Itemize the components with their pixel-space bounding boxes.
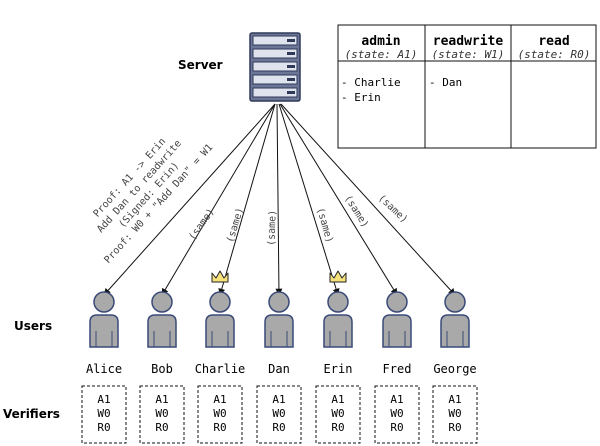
verifier-state: A1 <box>331 393 344 406</box>
verifier-state: W0 <box>155 407 168 420</box>
role-member: - Charlie <box>341 76 401 89</box>
user-name: Erin <box>324 362 353 376</box>
role-member: - Erin <box>341 91 381 104</box>
person-icon <box>147 291 177 348</box>
edge-label-erin: (same) <box>314 206 335 244</box>
edge-label-bob: (same) <box>187 207 217 243</box>
person-icon <box>323 291 353 348</box>
broadcast-arrows <box>103 103 456 296</box>
arrow-to-dan <box>275 103 283 296</box>
server-rack-icon <box>249 32 301 102</box>
arrow-to-alice <box>103 103 276 296</box>
user-name: Fred <box>383 362 412 376</box>
verifier-state: R0 <box>390 421 403 434</box>
verifier-state: A1 <box>97 393 110 406</box>
user-name: Charlie <box>195 362 246 376</box>
verifier-state: A1 <box>213 393 226 406</box>
verifier-state: A1 <box>390 393 403 406</box>
verifiers-row: A1W0R0A1W0R0A1W0R0A1W0R0A1W0R0A1W0R0A1W0… <box>81 385 478 444</box>
verifier-state: W0 <box>331 407 344 420</box>
crown-icon <box>329 270 347 283</box>
verifier-state: W0 <box>448 407 461 420</box>
person-icon <box>205 291 235 348</box>
verifier-state: A1 <box>448 393 461 406</box>
verifier-state: W0 <box>213 407 226 420</box>
verifiers-label: Verifiers <box>3 407 60 421</box>
user-fred: Fred <box>382 291 412 376</box>
verifier-state: R0 <box>155 421 168 434</box>
edge-label-dan: (same) <box>266 210 278 246</box>
verifier-state: R0 <box>331 421 344 434</box>
role-title-read: read <box>538 34 569 49</box>
verifier-state: W0 <box>390 407 403 420</box>
verifier-state: A1 <box>155 393 168 406</box>
arrow-to-fred <box>279 103 398 296</box>
person-icon <box>264 291 294 348</box>
user-name: Dan <box>268 362 290 376</box>
edge-label-charlie: (same) <box>225 206 246 244</box>
arrow-to-bob <box>161 103 276 296</box>
role-state-read: (state: R0) <box>518 48 591 61</box>
verifier-state: R0 <box>448 421 461 434</box>
person-icon <box>382 291 412 348</box>
users-label: Users <box>14 319 52 333</box>
verifier-state: W0 <box>97 407 110 420</box>
verifier-state: W0 <box>272 407 285 420</box>
server-label: Server <box>178 58 223 72</box>
role-member: - Dan <box>429 76 462 89</box>
role-state-readwrite: (state: W1) <box>432 48 505 61</box>
role-title-admin: admin <box>361 34 400 49</box>
person-icon <box>440 291 470 348</box>
crown-icon <box>211 270 229 283</box>
user-bob: Bob <box>147 291 177 376</box>
role-state-admin: (state: A1) <box>345 48 418 61</box>
user-name: Bob <box>151 362 173 376</box>
verifier-state: R0 <box>97 421 110 434</box>
edge-label-george: (same) <box>376 193 410 226</box>
verifier-state: R0 <box>213 421 226 434</box>
role-title-readwrite: readwrite <box>433 34 504 49</box>
arrow-to-george <box>280 103 456 296</box>
verifier-state: A1 <box>272 393 285 406</box>
arrow-to-charlie <box>218 103 276 296</box>
person-icon <box>89 291 119 348</box>
roles-table: admin (state: A1) - Charlie - Erin readw… <box>337 24 597 149</box>
verifier-state: R0 <box>272 421 285 434</box>
user-charlie: Charlie <box>195 270 246 376</box>
users-row: Alice Bob Charlie Dan Erin Fred George <box>86 270 477 376</box>
user-name: George <box>433 362 476 376</box>
proof-annotation: Proof: A1 -> Erin Add Dan to readwrite (… <box>92 136 216 266</box>
user-dan: Dan <box>264 291 294 376</box>
user-name: Alice <box>86 362 122 376</box>
user-alice: Alice <box>86 291 122 376</box>
user-erin: Erin <box>323 270 353 376</box>
user-george: George <box>433 291 477 376</box>
arrow-to-erin <box>278 103 340 296</box>
